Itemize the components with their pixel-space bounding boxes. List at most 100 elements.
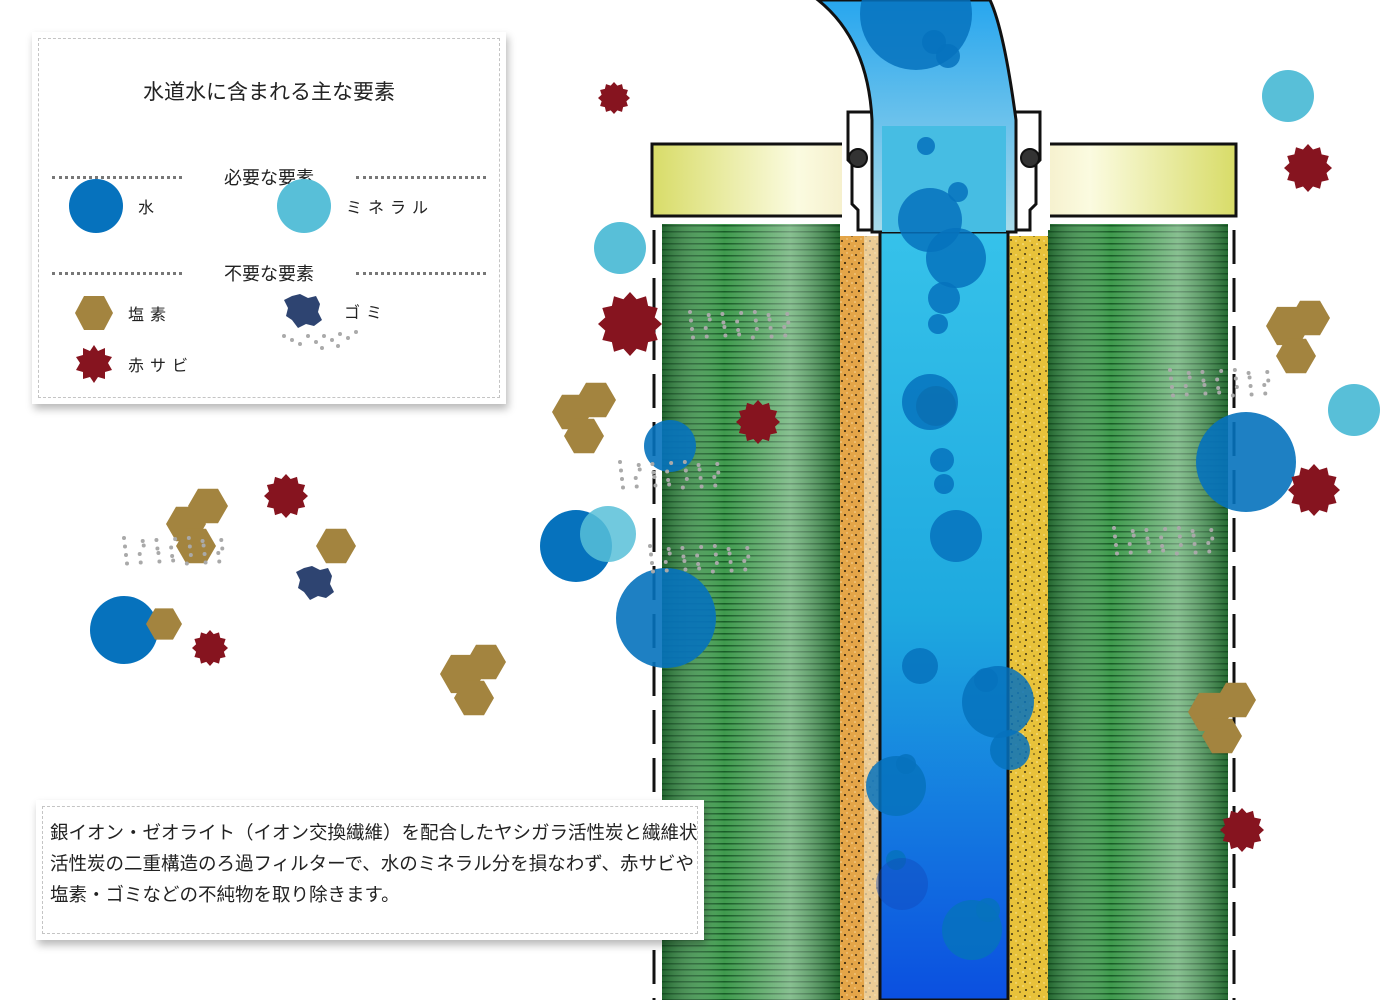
legend-item-mineral: ミネラル [276, 178, 434, 234]
legend-item-chlorine: 塩素 [74, 294, 172, 332]
dust-speck [1144, 528, 1149, 532]
dust-speck [1176, 526, 1181, 530]
dust-speck [690, 327, 694, 331]
dust-speck [138, 560, 143, 565]
dust-speck [721, 320, 726, 325]
dust-speck [1130, 529, 1135, 533]
chlorine-particle [146, 608, 182, 640]
dust-speck [648, 544, 652, 548]
dust-speck [728, 560, 733, 564]
dust-speck [1265, 370, 1270, 374]
legend-item-rust: 赤サビ [74, 344, 194, 384]
dust-speck [1131, 533, 1136, 538]
dust-speck [1207, 549, 1212, 554]
dust-speck [735, 319, 740, 324]
legend-label-dust: ゴミ [344, 303, 389, 322]
chlorine-particle [316, 528, 356, 564]
dust-speck [697, 467, 702, 472]
dust-speck [125, 561, 129, 566]
dust-speck [650, 561, 654, 565]
dust-speck [1192, 542, 1197, 546]
water-particle [974, 668, 998, 692]
zeolite-carbon-layer [1008, 236, 1048, 1000]
dust-speck [1262, 383, 1267, 387]
dust-speck [691, 335, 695, 340]
dust-speck [154, 538, 159, 542]
dust-speck [714, 561, 719, 565]
water-particle [962, 666, 1034, 738]
dust-speck [726, 547, 731, 551]
legend-label-chlorine: 塩素 [128, 305, 173, 324]
legend-label-water: 水 [138, 198, 161, 217]
dust-speck [184, 561, 189, 566]
dust-speck [1128, 550, 1133, 555]
dust-speck [157, 559, 162, 564]
dust-speck [203, 560, 208, 565]
dust-speck [710, 569, 715, 574]
mineral-particle [1262, 70, 1314, 122]
dust-speck [729, 568, 734, 573]
dust-speck [1200, 370, 1205, 374]
dust-speck [1247, 375, 1252, 380]
rust-particle [598, 82, 630, 114]
dust-speck [1169, 376, 1173, 381]
dust-speck [753, 318, 758, 323]
dust-speck [122, 536, 126, 540]
dust-speck [1232, 368, 1237, 372]
dust-speck [1191, 533, 1196, 538]
dust-speck [202, 552, 207, 556]
water-particle [917, 137, 935, 155]
rust-particle [1288, 464, 1340, 516]
dust-speck [220, 546, 225, 551]
dust-speck [743, 567, 748, 572]
dust-speck [742, 559, 747, 563]
dust-speck [720, 312, 725, 316]
dust-speck [653, 483, 658, 488]
dust-speck [1266, 378, 1271, 383]
water-particle [976, 898, 1000, 922]
filter-cartridge [650, 0, 1238, 1000]
dust-speck [745, 546, 750, 550]
dust-speck [637, 467, 642, 472]
dust-speck [1193, 550, 1198, 555]
description-card: 銀イオン・ゼオライト（イオン交換繊維）を配合したヤシガラ活性炭と繊維状活性炭の二… [36, 800, 704, 940]
dust-speck [1146, 541, 1151, 545]
dust-speck [1203, 391, 1208, 396]
dust-speck [683, 567, 688, 572]
rust-particle [1220, 808, 1264, 852]
water-particle [644, 420, 696, 472]
chlorine-particle [576, 382, 616, 418]
water-particle-icon [69, 179, 123, 233]
dust-speck [636, 463, 641, 467]
water-particle [866, 756, 926, 816]
rust-particle [192, 630, 228, 666]
mineral-particle [594, 222, 646, 274]
chlorine-particle [1216, 682, 1256, 718]
dust-speck [1178, 543, 1183, 547]
dust-speck [1249, 392, 1254, 397]
description-text: 銀イオン・ゼオライト（イオン交換繊維）を配合したヤシガラ活性炭と繊維状活性炭の二… [50, 823, 698, 906]
legend-item-water: 水 [68, 178, 160, 234]
dust-speck [188, 553, 193, 557]
dust-speck [782, 325, 787, 329]
dust-speck [620, 477, 624, 481]
dust-speck [689, 318, 693, 323]
dust-speck [768, 326, 773, 330]
dust-speck [1206, 541, 1211, 545]
dust-speck [618, 460, 622, 464]
dust-speck [1183, 384, 1188, 388]
dust-speck [1113, 534, 1117, 539]
water-particle [90, 596, 158, 664]
dust-speck [698, 476, 703, 480]
dust-speck [186, 536, 191, 540]
dust-speck [1209, 528, 1214, 532]
dust-speck [216, 551, 221, 555]
dust-speck [707, 317, 712, 322]
unneeded-heading: 不要な要素 [224, 264, 314, 285]
dust-speck [666, 478, 671, 482]
dust-speck [663, 560, 668, 564]
dust-speck [682, 559, 687, 563]
dust-speck [1168, 368, 1172, 372]
dust-speck [680, 485, 685, 490]
chlorine-particle [1290, 300, 1330, 336]
